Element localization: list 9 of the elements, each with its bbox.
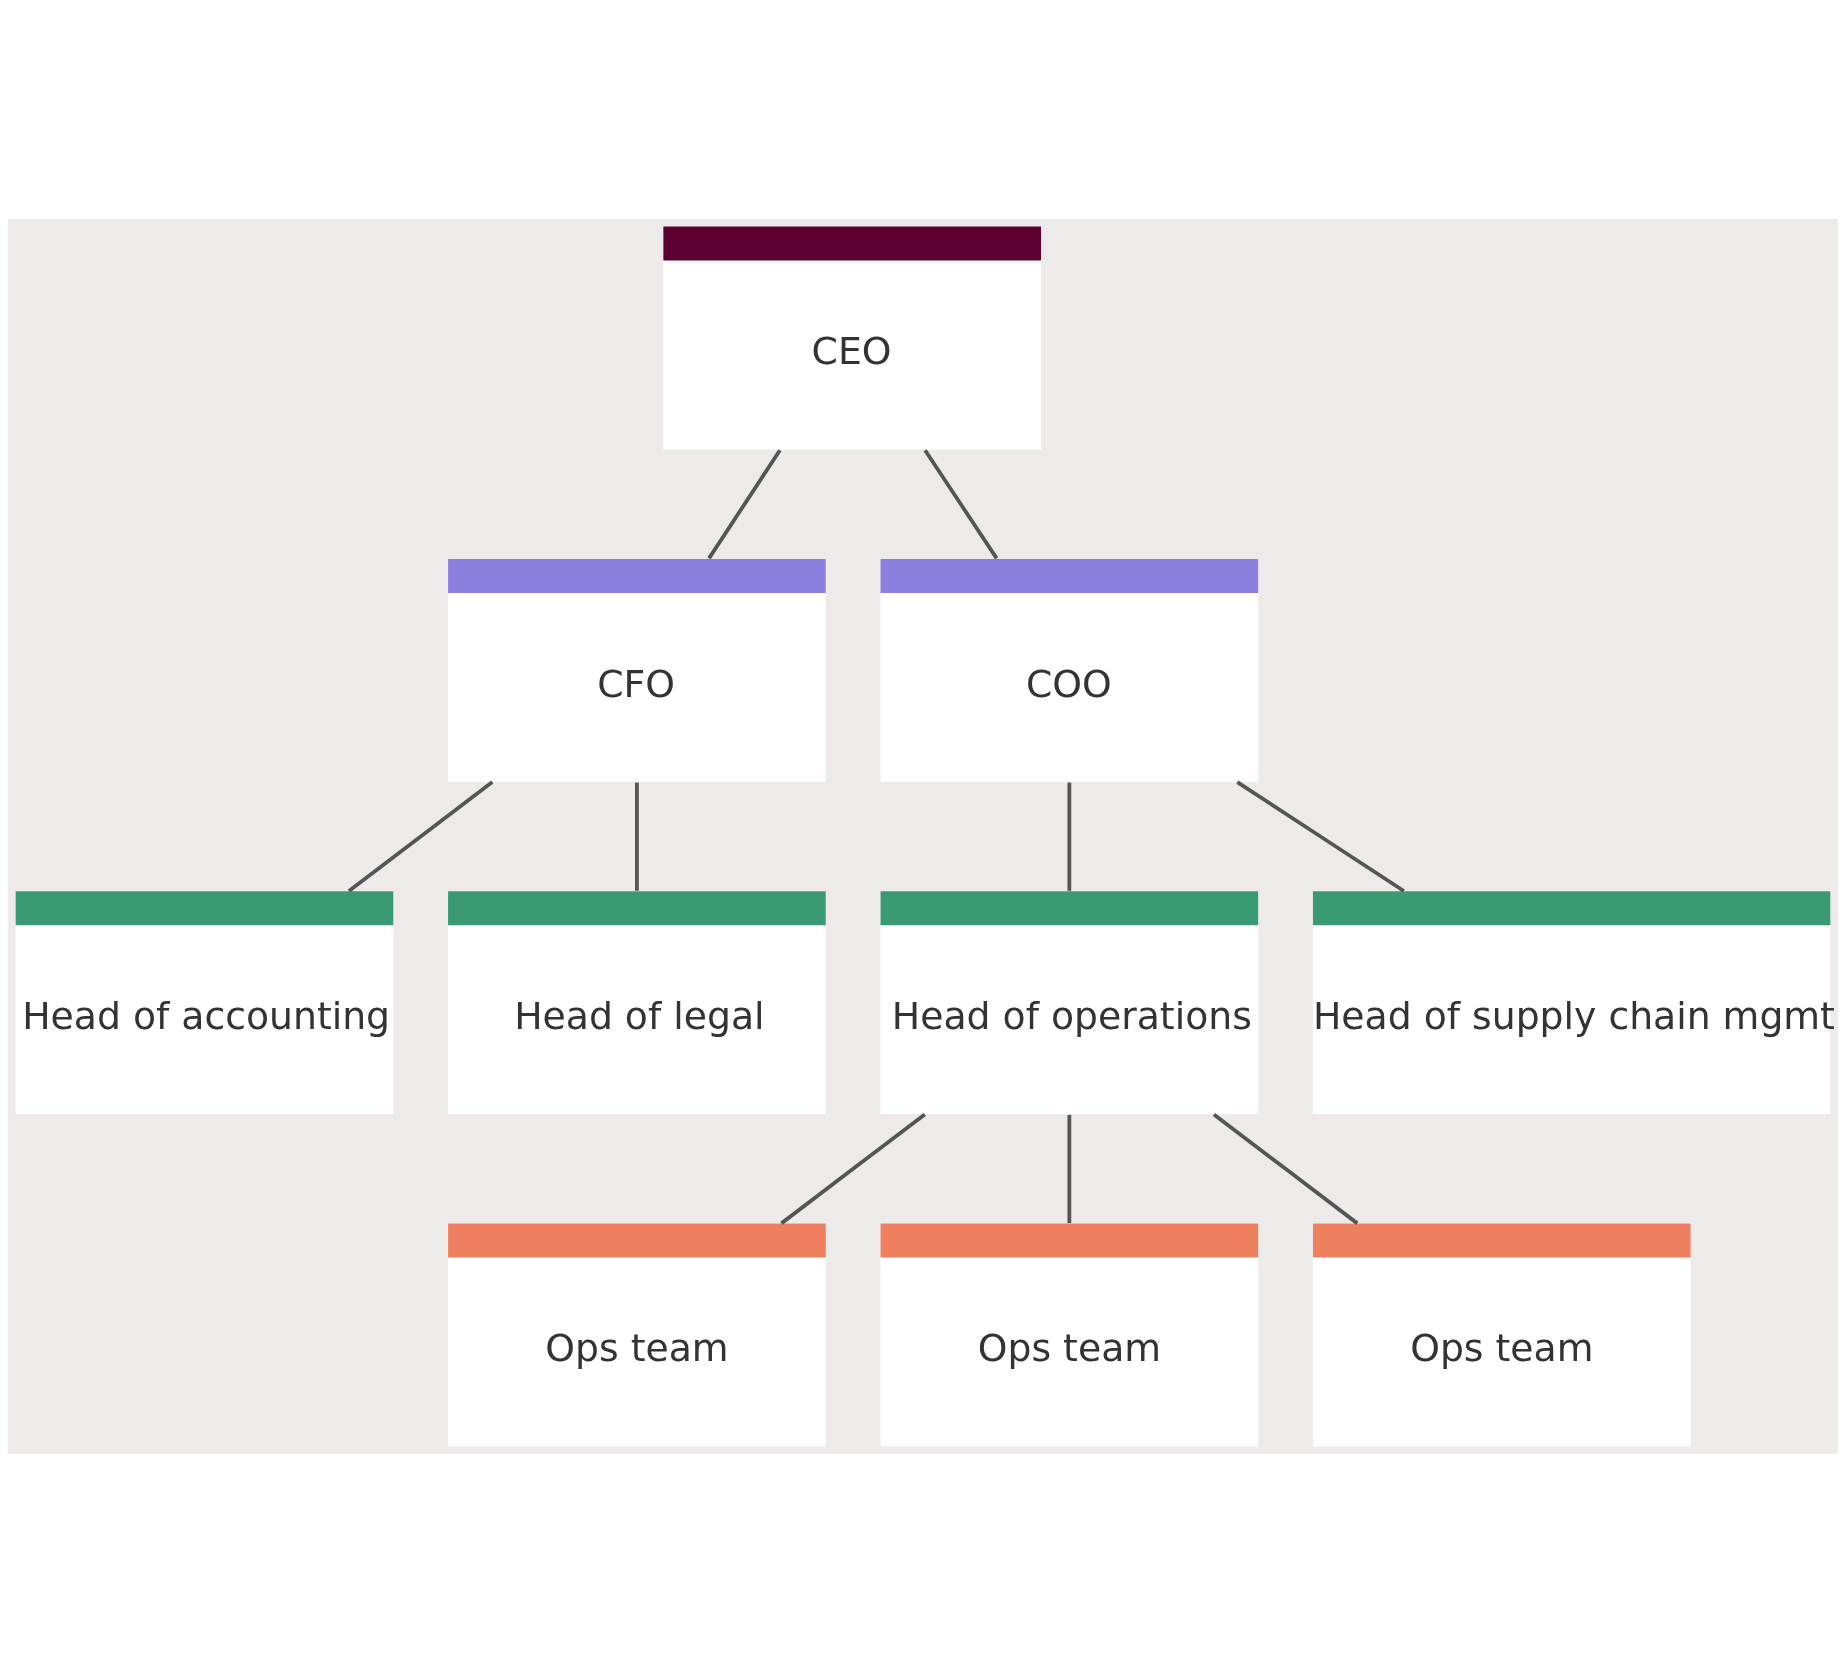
connector — [780, 1112, 926, 1225]
connector — [1067, 782, 1072, 891]
connector — [1067, 1114, 1072, 1223]
connector — [635, 782, 639, 891]
connector — [1236, 780, 1405, 893]
connector — [707, 448, 782, 559]
connector — [347, 780, 494, 893]
connector — [1212, 1112, 1359, 1225]
connector — [923, 448, 999, 559]
